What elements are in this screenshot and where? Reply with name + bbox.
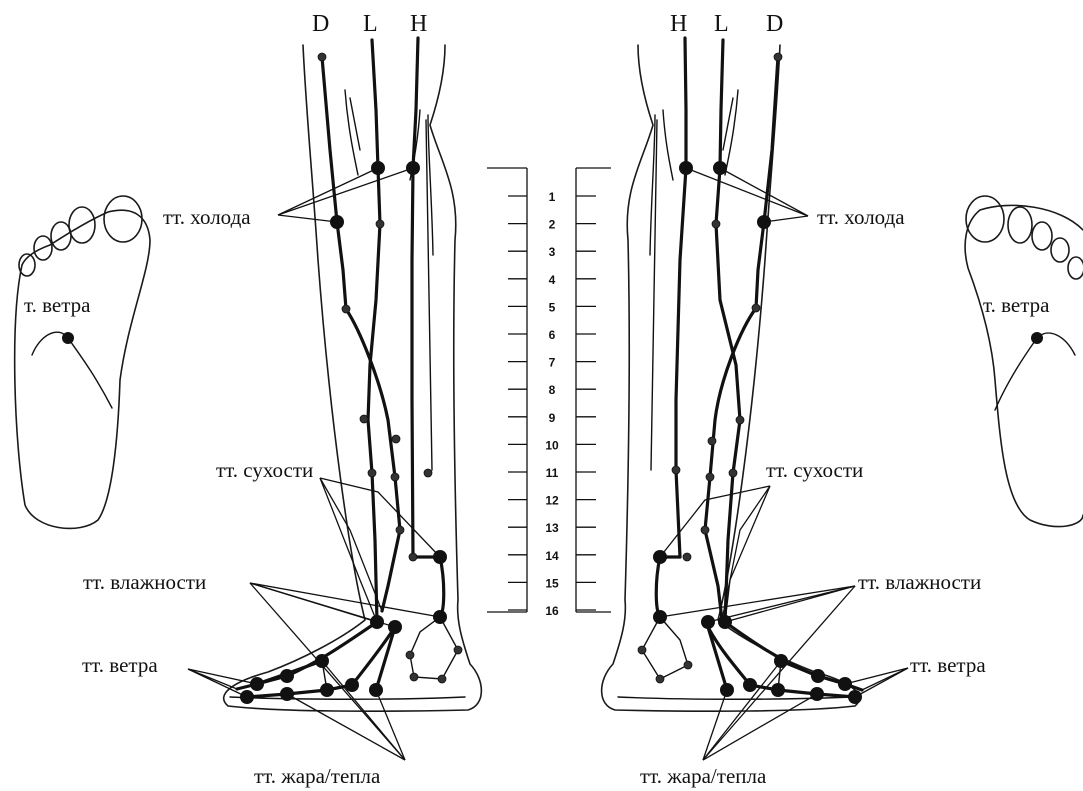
left-heat-points-label: тт. жара/тепла [254,764,381,788]
left-channel-lines [237,38,458,697]
right-big-points [653,161,862,704]
right-moisture-points-label: тт. влажности [858,570,981,594]
scale-number: 16 [545,604,559,618]
right-small-points [638,53,782,683]
scale-number: 1 [549,190,556,204]
left-small-points [318,53,462,683]
left-wind-points-label: тт. ветра [82,653,158,677]
scale-number: 8 [549,383,556,397]
right-leg [602,45,860,711]
right-cold-points-label: тт. холода [817,205,905,229]
right-channel-label-l: L [714,11,729,37]
left-channel-label-d: D [312,11,329,37]
right-channel-lines [642,38,862,697]
scale-number: 10 [545,438,559,452]
right-wind-points-label: тт. ветра [910,653,986,677]
right-foot-sole [965,196,1083,527]
left-channel-label-l: L [363,11,378,37]
scale-number: 5 [549,300,556,314]
left-dryness-points-label: тт. сухости [216,458,313,482]
right-sole-wind-point-label: т. ветра [983,293,1050,317]
right-dryness-points-label: тт. сухости [766,458,863,482]
left-moisture-points-label: тт. влажности [83,570,206,594]
right-channel-label-d: D [766,11,783,37]
scale-number: 12 [545,494,559,508]
scale-number: 4 [549,273,556,287]
scale-number: 15 [545,576,559,590]
scale-number: 9 [549,411,556,425]
left-sole-wind-point-label: т. ветра [24,293,91,317]
scale-number: 6 [549,328,556,342]
right-channel-label-h: H [670,11,687,37]
left-foot-sole [15,196,150,528]
left-cold-points-label: тт. холода [163,205,251,229]
scale-number: 13 [545,521,559,535]
scale-number: 14 [545,549,559,563]
right-heat-points-label: тт. жара/тепла [640,764,767,788]
left-channel-label-h: H [410,11,427,37]
scale-number: 2 [549,218,556,232]
scale-number: 7 [549,356,556,370]
scale-number: 11 [546,466,559,480]
scale-number: 3 [549,245,556,259]
left-big-points [240,161,447,704]
